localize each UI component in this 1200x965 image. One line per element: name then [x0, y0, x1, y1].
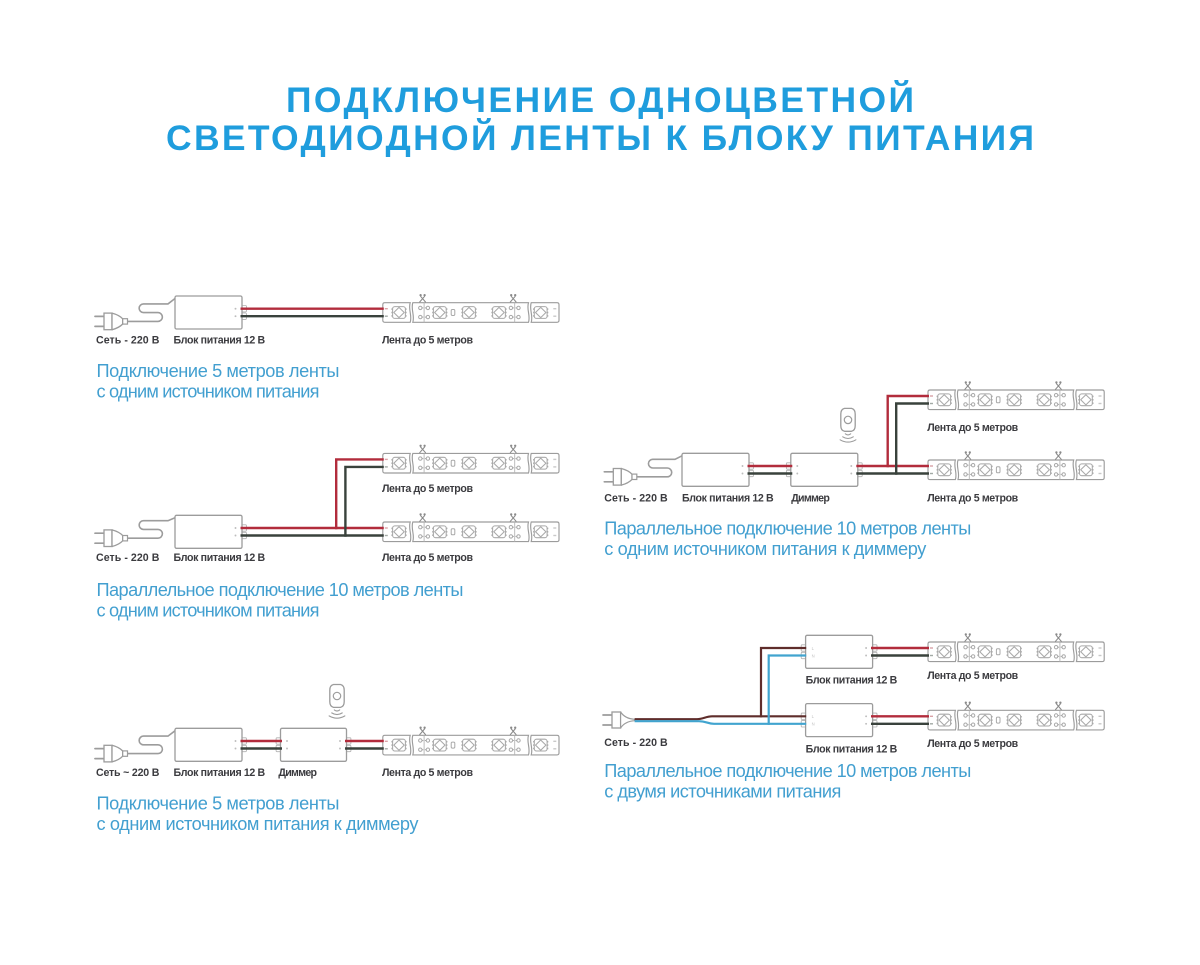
svg-text:Диммер: Диммер [278, 767, 317, 779]
svg-text:Лента до 5 метров: Лента до 5 метров [927, 422, 1018, 434]
svg-text:СВЕТОДИОДНОЙ ЛЕНТЫ К БЛОКУ ПИТ: СВЕТОДИОДНОЙ ЛЕНТЫ К БЛОКУ ПИТАНИЯ [166, 118, 1034, 158]
svg-text:Сеть ~ 220 В: Сеть ~ 220 В [96, 767, 160, 779]
svg-text:ПОДКЛЮЧЕНИЕ ОДНОЦВЕТНОЙ: ПОДКЛЮЧЕНИЕ ОДНОЦВЕТНОЙ [286, 80, 914, 120]
svg-text:Сеть - 220 В: Сеть - 220 В [604, 493, 668, 505]
svg-text:с одним источником питания к д: с одним источником питания к диммеру [604, 539, 927, 559]
svg-text:Блок питания 12 В: Блок питания 12 В [174, 334, 266, 346]
svg-text:Блок питания 12 В: Блок питания 12 В [174, 767, 266, 779]
svg-text:Параллельное подключение 10 ме: Параллельное подключение 10 метров ленты [604, 761, 971, 781]
svg-text:Параллельное подключение 10 ме: Параллельное подключение 10 метров ленты [604, 519, 971, 539]
svg-text:Лента до 5 метров: Лента до 5 метров [382, 483, 473, 495]
svg-text:с одним источником питания: с одним источником питания [97, 601, 320, 621]
svg-text:L: L [812, 714, 815, 719]
svg-text:Блок питания 12 В: Блок питания 12 В [806, 744, 898, 756]
svg-text:Блок питания 12 В: Блок питания 12 В [806, 675, 898, 687]
svg-text:N: N [812, 653, 815, 658]
svg-text:Блок питания 12 В: Блок питания 12 В [174, 552, 266, 564]
svg-text:с одним источником питания: с одним источником питания [97, 382, 320, 402]
svg-text:N: N [812, 722, 815, 727]
svg-text:Подключение 5 метров ленты: Подключение 5 метров ленты [97, 794, 340, 814]
svg-text:Лента до 5 метров: Лента до 5 метров [382, 334, 473, 346]
svg-text:Сеть - 220 В: Сеть - 220 В [96, 334, 160, 346]
svg-text:с одним источником питания к д: с одним источником питания к диммеру [97, 814, 420, 834]
svg-text:Лента до 5 метров: Лента до 5 метров [382, 767, 473, 779]
svg-text:Сеть - 220 В: Сеть - 220 В [96, 552, 160, 564]
svg-text:L: L [812, 646, 815, 651]
svg-text:Лента до 5 метров: Лента до 5 метров [927, 738, 1018, 750]
svg-text:Параллельное подключение 10 ме: Параллельное подключение 10 метров ленты [97, 580, 464, 600]
svg-text:Сеть - 220 В: Сеть - 220 В [604, 737, 668, 749]
svg-text:Лента до 5 метров: Лента до 5 метров [927, 670, 1018, 682]
svg-text:Подключение 5 метров ленты: Подключение 5 метров ленты [97, 361, 340, 381]
svg-text:Лента до 5 метров: Лента до 5 метров [382, 552, 473, 564]
svg-text:Диммер: Диммер [791, 493, 830, 505]
svg-text:с двумя источниками питания: с двумя источниками питания [604, 782, 841, 802]
svg-text:Блок питания 12 В: Блок питания 12 В [682, 493, 774, 505]
svg-text:Лента до 5 метров: Лента до 5 метров [927, 493, 1018, 505]
